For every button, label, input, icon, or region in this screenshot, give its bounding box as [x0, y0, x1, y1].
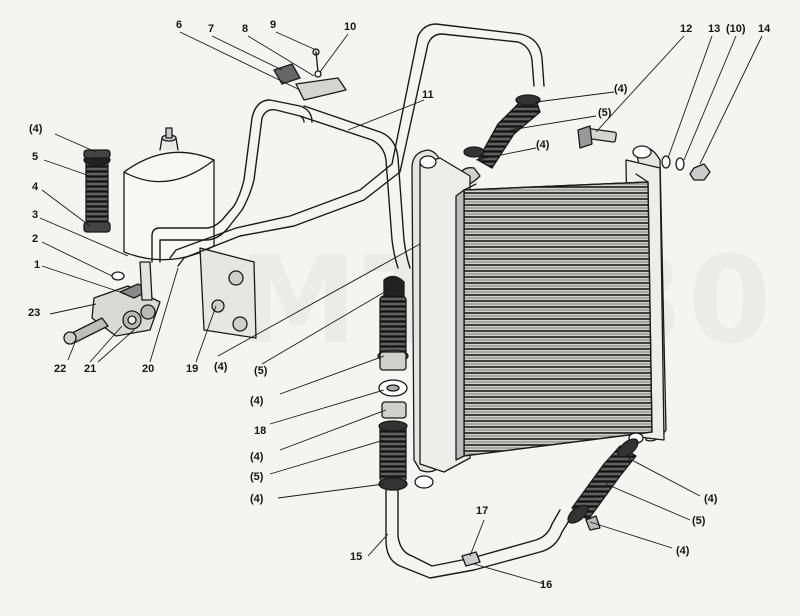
callout-label: 1 — [34, 259, 41, 271]
callout-label: (4) — [250, 451, 264, 463]
left-hose — [83, 149, 111, 233]
callout-label: 19 — [186, 363, 199, 375]
callout-label: 17 — [476, 505, 489, 517]
callout-label: (5) — [250, 471, 264, 483]
valve-body — [63, 261, 161, 345]
callout-label: 23 — [28, 307, 41, 319]
callout-label: (5) — [598, 107, 612, 119]
callout-label: 21 — [84, 363, 97, 375]
callout-label: (5) — [692, 515, 706, 527]
callout-label: (4) — [250, 493, 264, 505]
callout-label: 4 — [32, 181, 39, 193]
callout-label: (4) — [29, 123, 43, 135]
callout-label: 5 — [32, 151, 39, 163]
center-hose-stack — [377, 275, 409, 491]
callout-label: (4) — [214, 361, 228, 373]
callout-label: 8 — [242, 23, 249, 35]
top-right-fasteners — [577, 125, 711, 181]
pipe-clip — [273, 48, 347, 101]
callout-label: 9 — [270, 19, 277, 31]
callout-label: 14 — [758, 23, 771, 35]
pipe-19-20 — [151, 23, 545, 269]
callout-label: 16 — [540, 579, 553, 591]
callout-label: 18 — [254, 425, 267, 437]
callout-label: 6 — [176, 19, 183, 31]
callout-label: 20 — [142, 363, 155, 375]
callout-label: (4) — [614, 83, 628, 95]
callout-label: (4) — [536, 139, 550, 151]
callout-label: (4) — [676, 545, 690, 557]
callout-label: 15 — [350, 551, 363, 563]
bottom-right-hose — [567, 438, 639, 531]
callout-label: (4) — [250, 395, 264, 407]
callout-label: 13 — [708, 23, 721, 35]
callout-label: 12 — [680, 23, 693, 35]
callout-label: 11 — [422, 89, 434, 101]
top-hose — [457, 94, 541, 187]
callout-label: (10) — [726, 23, 746, 35]
callout-label: 7 — [208, 23, 215, 35]
callout-label: 2 — [32, 233, 39, 245]
callout-label: 22 — [54, 363, 67, 375]
callout-label: (5) — [254, 365, 268, 377]
callout-label: 10 — [344, 21, 357, 33]
filter-bracket — [199, 247, 257, 339]
oil-cooler-core — [411, 145, 667, 489]
leader-lines — [39, 31, 763, 585]
callout-label: (4) — [704, 493, 718, 505]
callout-label: 3 — [32, 209, 39, 221]
